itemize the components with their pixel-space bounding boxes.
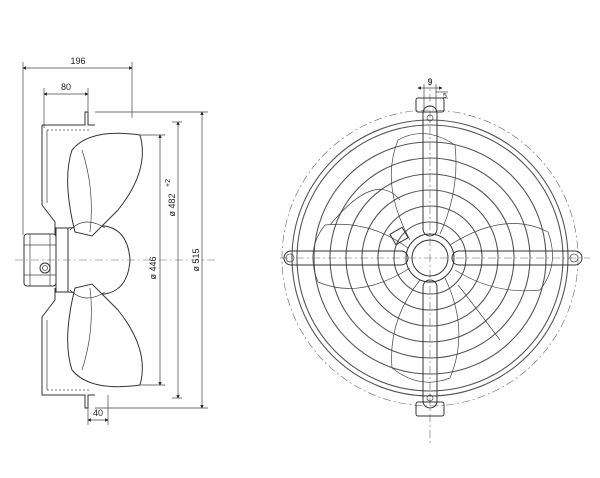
- motor-body: [15, 225, 215, 295]
- dimension-overall-depth: 196: [22, 56, 133, 235]
- dimension-motor-depth: 80: [43, 82, 89, 128]
- dim-slot-height-label: 5: [443, 93, 447, 100]
- guard-rings: [291, 119, 569, 397]
- fan-housing: [41, 111, 95, 409]
- dimension-slot: 9 5: [417, 77, 448, 100]
- dim-blade-diameter-label: ø 446: [148, 256, 158, 279]
- dim-guard-diameter-label: ø 515: [191, 248, 201, 271]
- fan-blades-side: [67, 132, 143, 388]
- dim-bottom-offset-label: 40: [93, 408, 103, 418]
- dim-overall-depth-label: 196: [70, 56, 85, 66]
- dimension-guard-diameter: ø 515: [95, 111, 208, 409]
- guard-fixing-points: [285, 114, 579, 402]
- dimension-blade-diameter: ø 446: [140, 134, 165, 386]
- dim-slot-width-label: 9: [427, 77, 432, 87]
- terminal-box: [389, 226, 409, 246]
- fan-blades-front: [312, 133, 553, 383]
- cable-gland: [39, 262, 51, 274]
- dim-hub-tolerance-label: +2: [165, 179, 172, 187]
- dimension-hub-diameter: ø 482 +2: [165, 121, 182, 399]
- side-view: 196 80: [15, 56, 215, 425]
- dim-motor-depth-label: 80: [61, 82, 71, 92]
- hub: [389, 226, 449, 277]
- dimension-bottom-offset: 40: [87, 395, 109, 425]
- mounting-bracket-bottom: [415, 401, 445, 417]
- dim-hub-diameter-label: ø 482: [167, 193, 177, 216]
- mounting-bracket-top: [415, 97, 445, 113]
- guard-struts: [283, 105, 583, 409]
- front-view: 9 5: [280, 77, 590, 445]
